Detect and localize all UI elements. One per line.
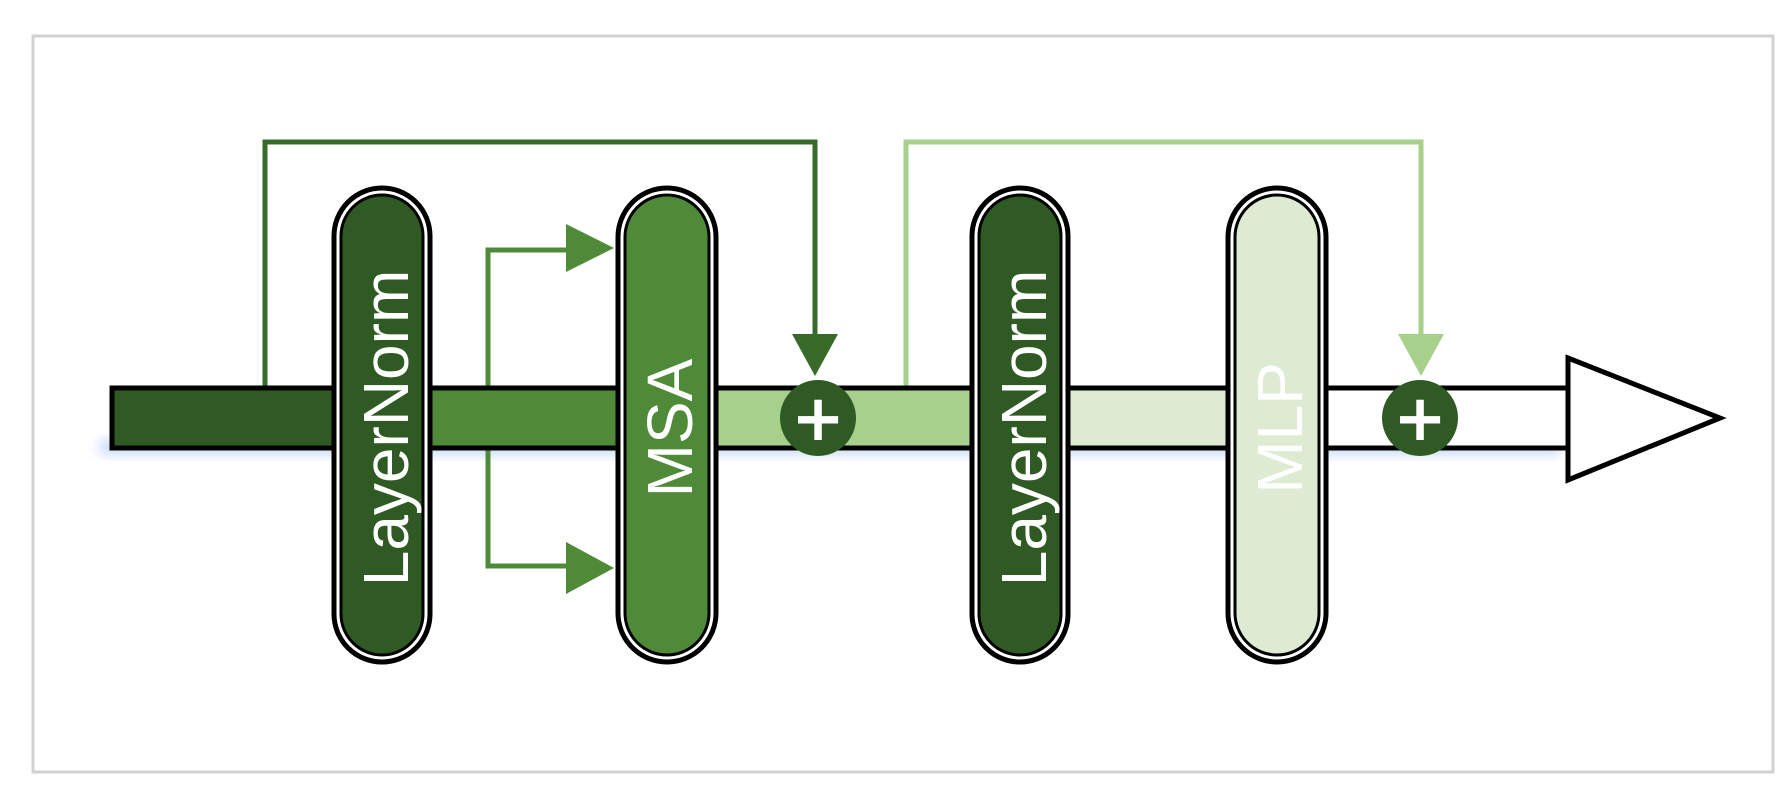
block-layernorm-2: LayerNorm	[969, 185, 1071, 665]
residual-connection-1	[262, 139, 838, 388]
adder-1: +	[780, 380, 856, 456]
block-label: LayerNorm	[350, 270, 422, 587]
stream-segment-after-norm2	[1061, 385, 1241, 451]
plus-icon: +	[791, 382, 845, 456]
residual-connection-2	[903, 139, 1444, 388]
diagram-frame	[31, 34, 1775, 774]
block-mlp: MLP	[1225, 185, 1329, 665]
adder-2: +	[1382, 380, 1458, 456]
block-layernorm-1: LayerNorm	[331, 185, 433, 665]
msa-input-arrows	[485, 224, 614, 594]
output-arrow-head	[1565, 354, 1727, 484]
stream-segment-input	[109, 385, 341, 451]
block-label: LayerNorm	[988, 270, 1060, 587]
block-label: MLP	[1244, 362, 1316, 494]
block-msa: MSA	[615, 185, 719, 665]
adder-2-circle	[1382, 380, 1458, 456]
block-label: MSA	[634, 358, 706, 497]
stream-segment-after-norm1	[423, 385, 627, 451]
plus-icon: +	[1393, 382, 1447, 456]
adder-1-circle	[780, 380, 856, 456]
